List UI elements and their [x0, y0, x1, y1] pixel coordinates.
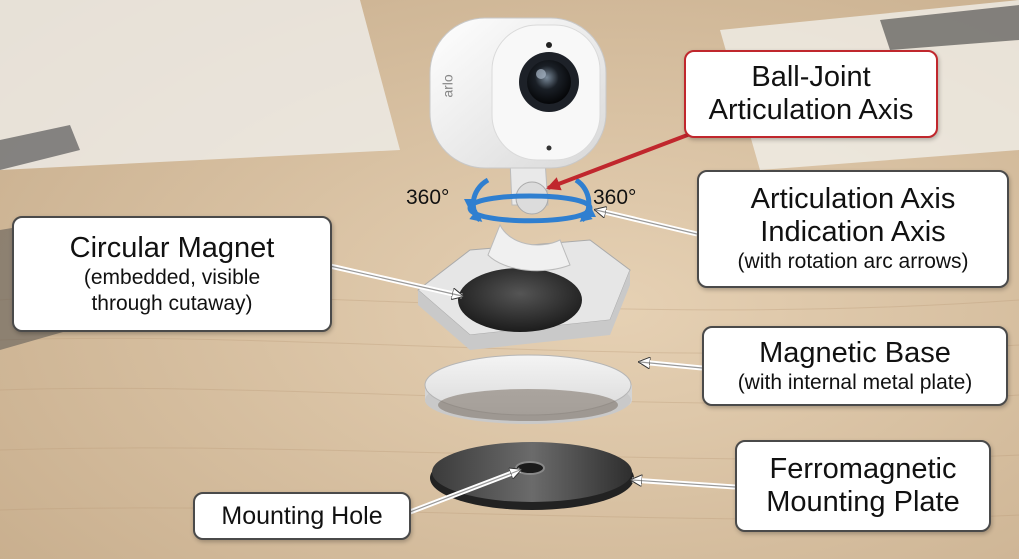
callout-base-sub: (with internal metal plate) — [738, 370, 973, 396]
magnetic-base — [425, 355, 632, 424]
callout-ball-joint: Ball-Joint Articulation Axis — [684, 50, 938, 138]
callout-mounting-hole: Mounting Hole — [193, 492, 411, 540]
brand-logo: arlo — [440, 74, 456, 97]
callout-ferromagnetic-plate: Ferromagnetic Mounting Plate — [735, 440, 991, 532]
rotation-label-right: 360° — [593, 186, 636, 210]
callout-base-title: Magnetic Base — [759, 337, 951, 370]
camera-body — [430, 18, 606, 168]
callout-magnetic-base: Magnetic Base (with internal metal plate… — [702, 326, 1008, 406]
callout-ball-joint-line2: Articulation Axis — [709, 94, 914, 127]
callout-hole-title: Mounting Hole — [221, 501, 382, 531]
callout-articulation-sub: (with rotation arc arrows) — [737, 249, 968, 275]
circular-magnet-shape — [458, 268, 582, 332]
callout-articulation-line1: Articulation Axis — [751, 183, 956, 216]
rotation-label-left: 360° — [406, 186, 449, 210]
callout-magnet-sub2: through cutaway) — [91, 291, 252, 317]
callout-articulation-axis: Articulation Axis Indication Axis (with … — [697, 170, 1009, 288]
callout-plate-line2: Mounting Plate — [766, 486, 959, 519]
callout-magnet-title: Circular Magnet — [70, 232, 275, 265]
callout-circular-magnet: Circular Magnet (embedded, visible throu… — [12, 216, 332, 332]
callout-ball-joint-line1: Ball-Joint — [751, 61, 870, 94]
callout-articulation-line2: Indication Axis — [760, 216, 945, 249]
callout-magnet-sub1: (embedded, visible — [84, 265, 260, 291]
ferromagnetic-plate — [430, 442, 634, 510]
callout-plate-line1: Ferromagnetic — [770, 453, 957, 486]
